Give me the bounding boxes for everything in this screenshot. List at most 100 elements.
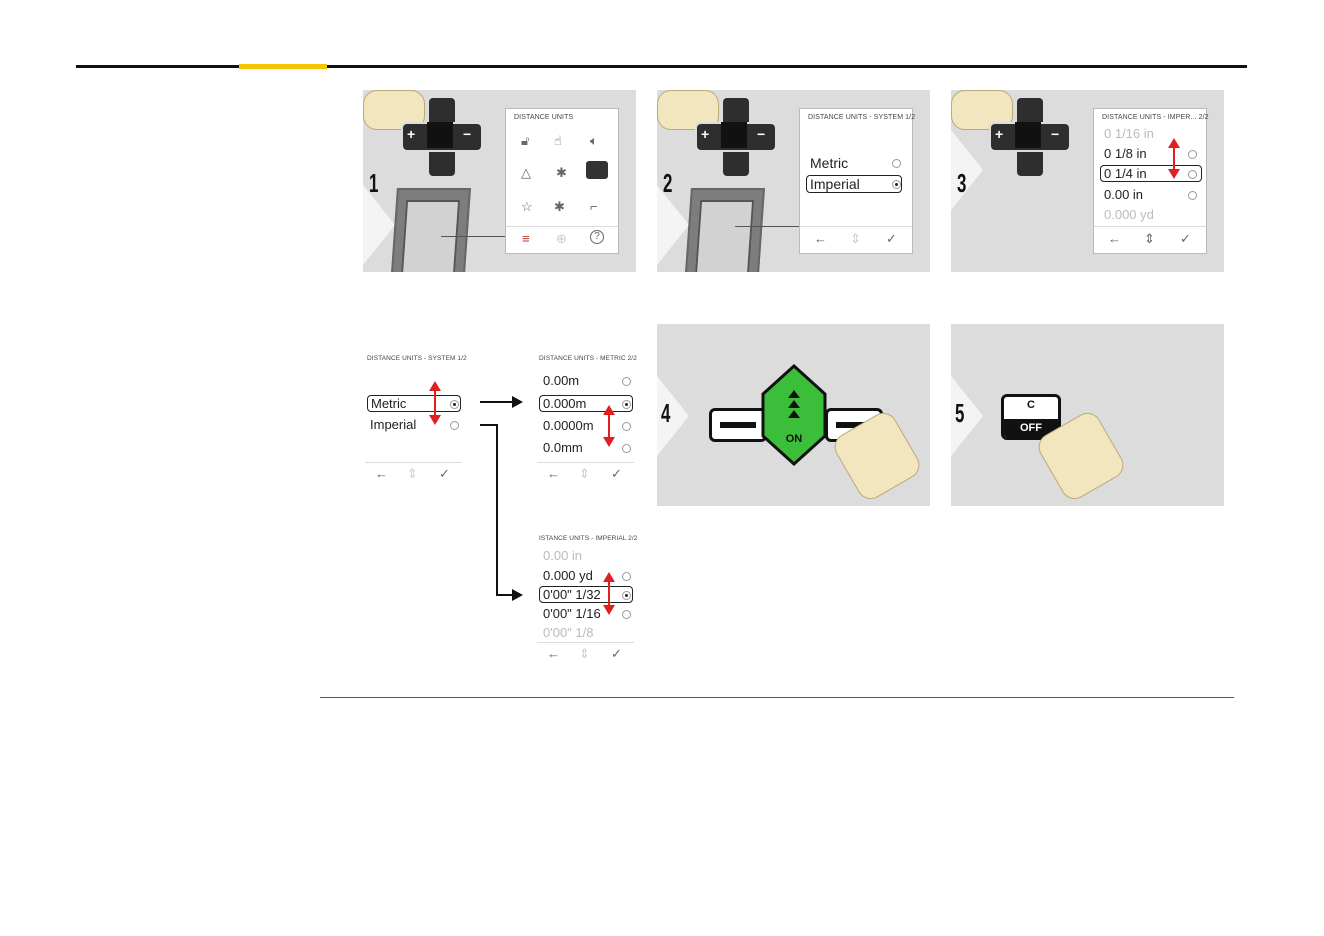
plus-key: + — [995, 126, 1004, 142]
connector-line — [480, 401, 512, 403]
updown-icon: ⇕ — [850, 231, 861, 246]
step-4-panel: 4 ON — [657, 324, 930, 506]
angle-icon: △ — [521, 165, 531, 180]
step-chevron — [363, 185, 395, 265]
option-imperial: Imperial — [806, 175, 902, 193]
option: 0.00 in — [543, 548, 583, 563]
arrow-shaft — [434, 390, 436, 417]
bottom-bar: ← ⇕ ✓ — [1094, 226, 1206, 253]
imperial-mini-screen: ISTANCE UNITS - IMPERIAL 2/2 0.00 in 0.0… — [537, 535, 637, 667]
arrow-down-icon — [1168, 169, 1180, 179]
system-screen: DISTANCE UNITS - SYSTEM 1/2 Metric Imper… — [799, 108, 915, 254]
step-chevron — [951, 376, 983, 456]
step-chevron — [657, 185, 689, 265]
updown-icon: ⇕ — [1144, 231, 1155, 246]
minus-key: − — [1051, 126, 1060, 142]
step-5-panel: 5 C OFF — [951, 324, 1224, 506]
units-icon — [586, 161, 608, 179]
step-number: 1 — [369, 168, 379, 198]
keypad: + − — [695, 96, 777, 178]
bottom-bar: ← ⇕ ✓ — [537, 462, 634, 487]
arrow-down-icon — [429, 415, 441, 425]
arrow-down-icon — [603, 605, 615, 615]
device-body — [389, 188, 471, 272]
device-body — [683, 188, 765, 272]
connector-arrow — [512, 589, 523, 601]
option: 0.0mm — [543, 440, 583, 455]
connector-line — [496, 594, 512, 596]
callout-line — [735, 226, 803, 227]
connector-line — [496, 424, 498, 596]
system-mini-screen: DISTANCE UNITS - SYSTEM 1/2 Metric Imper… — [365, 355, 467, 487]
lock-icon: 🔓︎ — [521, 133, 530, 148]
step-number: 4 — [661, 398, 671, 428]
arrow-up-icon — [603, 572, 615, 582]
step-number: 3 — [957, 168, 967, 198]
radio-selected — [622, 591, 631, 600]
option: 0 1/8 in — [1104, 146, 1147, 161]
option: 0.000 yd — [1104, 207, 1154, 222]
top-rule-accent — [239, 64, 327, 69]
screen-title: DISTANCE UNITS - SYSTEM 1/2 — [367, 355, 467, 362]
step-chevron — [657, 376, 689, 456]
step-chevron — [951, 130, 983, 210]
option: 0.0000m — [543, 418, 594, 433]
on-key: ON — [761, 364, 827, 466]
imperial-screen: DISTANCE UNITS - IMPER... 2/2 0 1/16 in … — [1093, 108, 1209, 254]
step-2-panel: 2 + − DISTANCE UNITS - SYSTEM 1/2 Metric… — [657, 90, 930, 272]
back-icon: ← — [375, 466, 388, 481]
metric-mini-screen: DISTANCE UNITS - METRIC 2/2 0.00m 0.000m… — [537, 355, 637, 487]
bottom-rule — [320, 697, 1234, 698]
arrow-up-icon — [603, 405, 615, 415]
option-metric: Metric — [810, 155, 849, 171]
left-key — [709, 408, 767, 442]
screen-title: DISTANCE UNITS - IMPER... 2/2 — [1102, 114, 1209, 121]
option-selected: 0 1/4 in — [1100, 165, 1202, 182]
radio — [1188, 150, 1197, 159]
callout-line — [441, 236, 505, 237]
option: 0.00m — [543, 373, 580, 388]
back-icon: ← — [814, 231, 827, 246]
option-selected: 0.000m — [539, 395, 633, 412]
keypad: + − — [401, 96, 483, 178]
radio-selected — [622, 400, 631, 409]
off-key: C OFF — [1001, 394, 1061, 440]
option-metric: Metric — [367, 395, 461, 412]
screen-title: ISTANCE UNITS - IMPERIAL 2/2 — [539, 535, 638, 542]
step-1-panel: 1 + − DISTANCE UNITS 🔓︎ ☝︎ 🔈︎ △ ✱ ☆ ✱ ⌐ … — [363, 90, 636, 272]
radio-selected — [892, 180, 901, 189]
minus-key: − — [757, 126, 766, 142]
step-3-panel: 3 + − DISTANCE UNITS - IMPER... 2/2 0 1/… — [951, 90, 1224, 272]
device-screen — [694, 200, 755, 272]
screen-title: DISTANCE UNITS - METRIC 2/2 — [539, 355, 637, 362]
off-label: OFF — [1004, 419, 1058, 437]
radio — [1188, 191, 1197, 200]
radio-selected — [450, 400, 459, 409]
bottom-bar: ← ⇕ ✓ — [800, 226, 912, 253]
plus-key: + — [701, 126, 710, 142]
option-selected: 0'00" 1/32 — [539, 586, 633, 603]
arrow-down-icon — [603, 437, 615, 447]
connector-line — [480, 424, 498, 426]
option: 0'00" 1/16 — [543, 606, 601, 621]
bottom-bar: ← ⇕ ✓ — [537, 642, 634, 667]
on-label: ON — [786, 433, 803, 445]
option: 0.000 yd — [543, 568, 593, 583]
bottom-bar: ← ⇕ ✓ — [365, 462, 462, 487]
c-label: C — [1027, 399, 1035, 411]
option: 0'00" 1/8 — [543, 625, 594, 640]
help-icon: ? — [590, 230, 604, 244]
radio — [892, 159, 901, 168]
radio — [622, 422, 631, 431]
radio — [622, 610, 631, 619]
dpad-icon: ⊕ — [556, 231, 567, 246]
back-icon: ← — [547, 466, 560, 481]
updown-icon: ⇕ — [407, 466, 418, 481]
top-rule — [76, 65, 1247, 68]
option: 0.00 in — [1104, 187, 1144, 202]
radio — [1188, 170, 1197, 179]
bottom-bar: ≡ ⊕ ? — [506, 226, 618, 253]
check-icon: ✓ — [1180, 231, 1191, 246]
back-icon: ← — [547, 646, 560, 661]
arrow-up-icon — [1168, 138, 1180, 148]
